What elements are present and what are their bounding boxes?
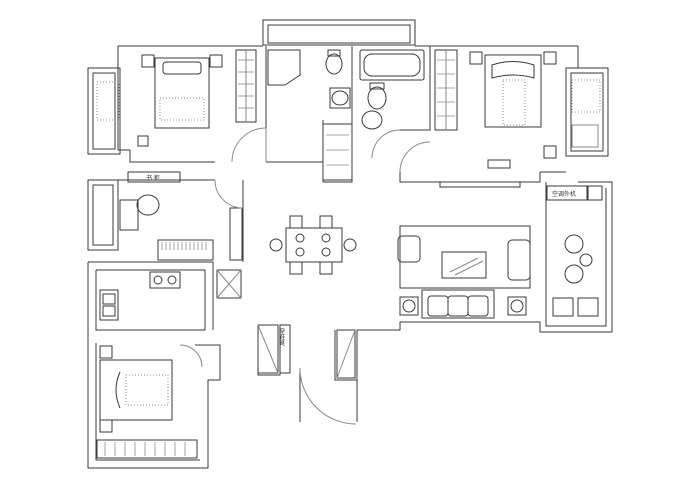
dining-table [285,227,343,263]
basin-right [361,110,383,130]
nightstand-right-1 [469,51,483,65]
shower [267,49,301,86]
bed-bottom [99,359,173,421]
side-table-right [507,296,527,316]
shoe-cabinet-left [257,324,279,374]
dining-area [269,215,357,275]
bookshelf [127,171,181,183]
study-chair [136,194,160,216]
desk [487,159,511,169]
study-bookshelf-label: 书 柜 [146,174,160,182]
armchair-right [507,239,531,281]
shoe-bench-label: 穿鞋凳 [278,327,285,347]
shoe-bench [279,324,291,374]
cabinet [322,123,353,181]
toilet-right [367,86,387,110]
double-bed [154,57,210,129]
nightstand-left [141,54,155,68]
living-room [397,181,531,319]
pillow [162,61,202,75]
balcony-plants [96,79,601,148]
door-swing [399,141,431,173]
door-swing [231,127,267,163]
armchair-left [397,235,421,263]
side-table-left [399,296,419,316]
entry-door [299,367,357,425]
right-bedroom [399,49,557,173]
basin [331,90,349,106]
shoe-cabinet-right [336,329,356,379]
toilet [325,53,343,75]
kitchen [99,269,242,321]
study-desk [119,199,139,231]
stove [149,271,181,289]
fridge [216,269,242,299]
sofa [421,289,495,319]
bed-cover-right [502,79,526,126]
nightstand-right-2 [543,51,557,65]
tv-cabinet [439,181,521,188]
chair [137,135,149,147]
bed-cover [159,97,205,121]
outer-wall [87,19,613,469]
nightstand-right [209,54,223,68]
study [119,171,244,261]
wardrobe-bottom [96,439,198,459]
bathroom-left [267,49,353,181]
piano [157,239,214,261]
hangers [104,59,455,456]
door-swing [214,179,244,209]
double-bed-right [484,54,542,128]
door-swing [179,344,203,368]
tea-balcony [546,185,603,317]
ac-unit-box [546,185,588,201]
bathroom-right [359,49,425,159]
coffee-table [441,251,487,279]
bathtub [359,49,425,81]
ac-unit-label: 空调外机 [552,190,576,198]
chair-right [543,145,557,159]
left-bedroom [137,49,267,163]
door-swing [371,129,401,159]
tall-cabinet [229,207,243,261]
entrance [257,324,357,425]
sink [99,289,119,321]
bottom-bedroom [96,344,203,459]
